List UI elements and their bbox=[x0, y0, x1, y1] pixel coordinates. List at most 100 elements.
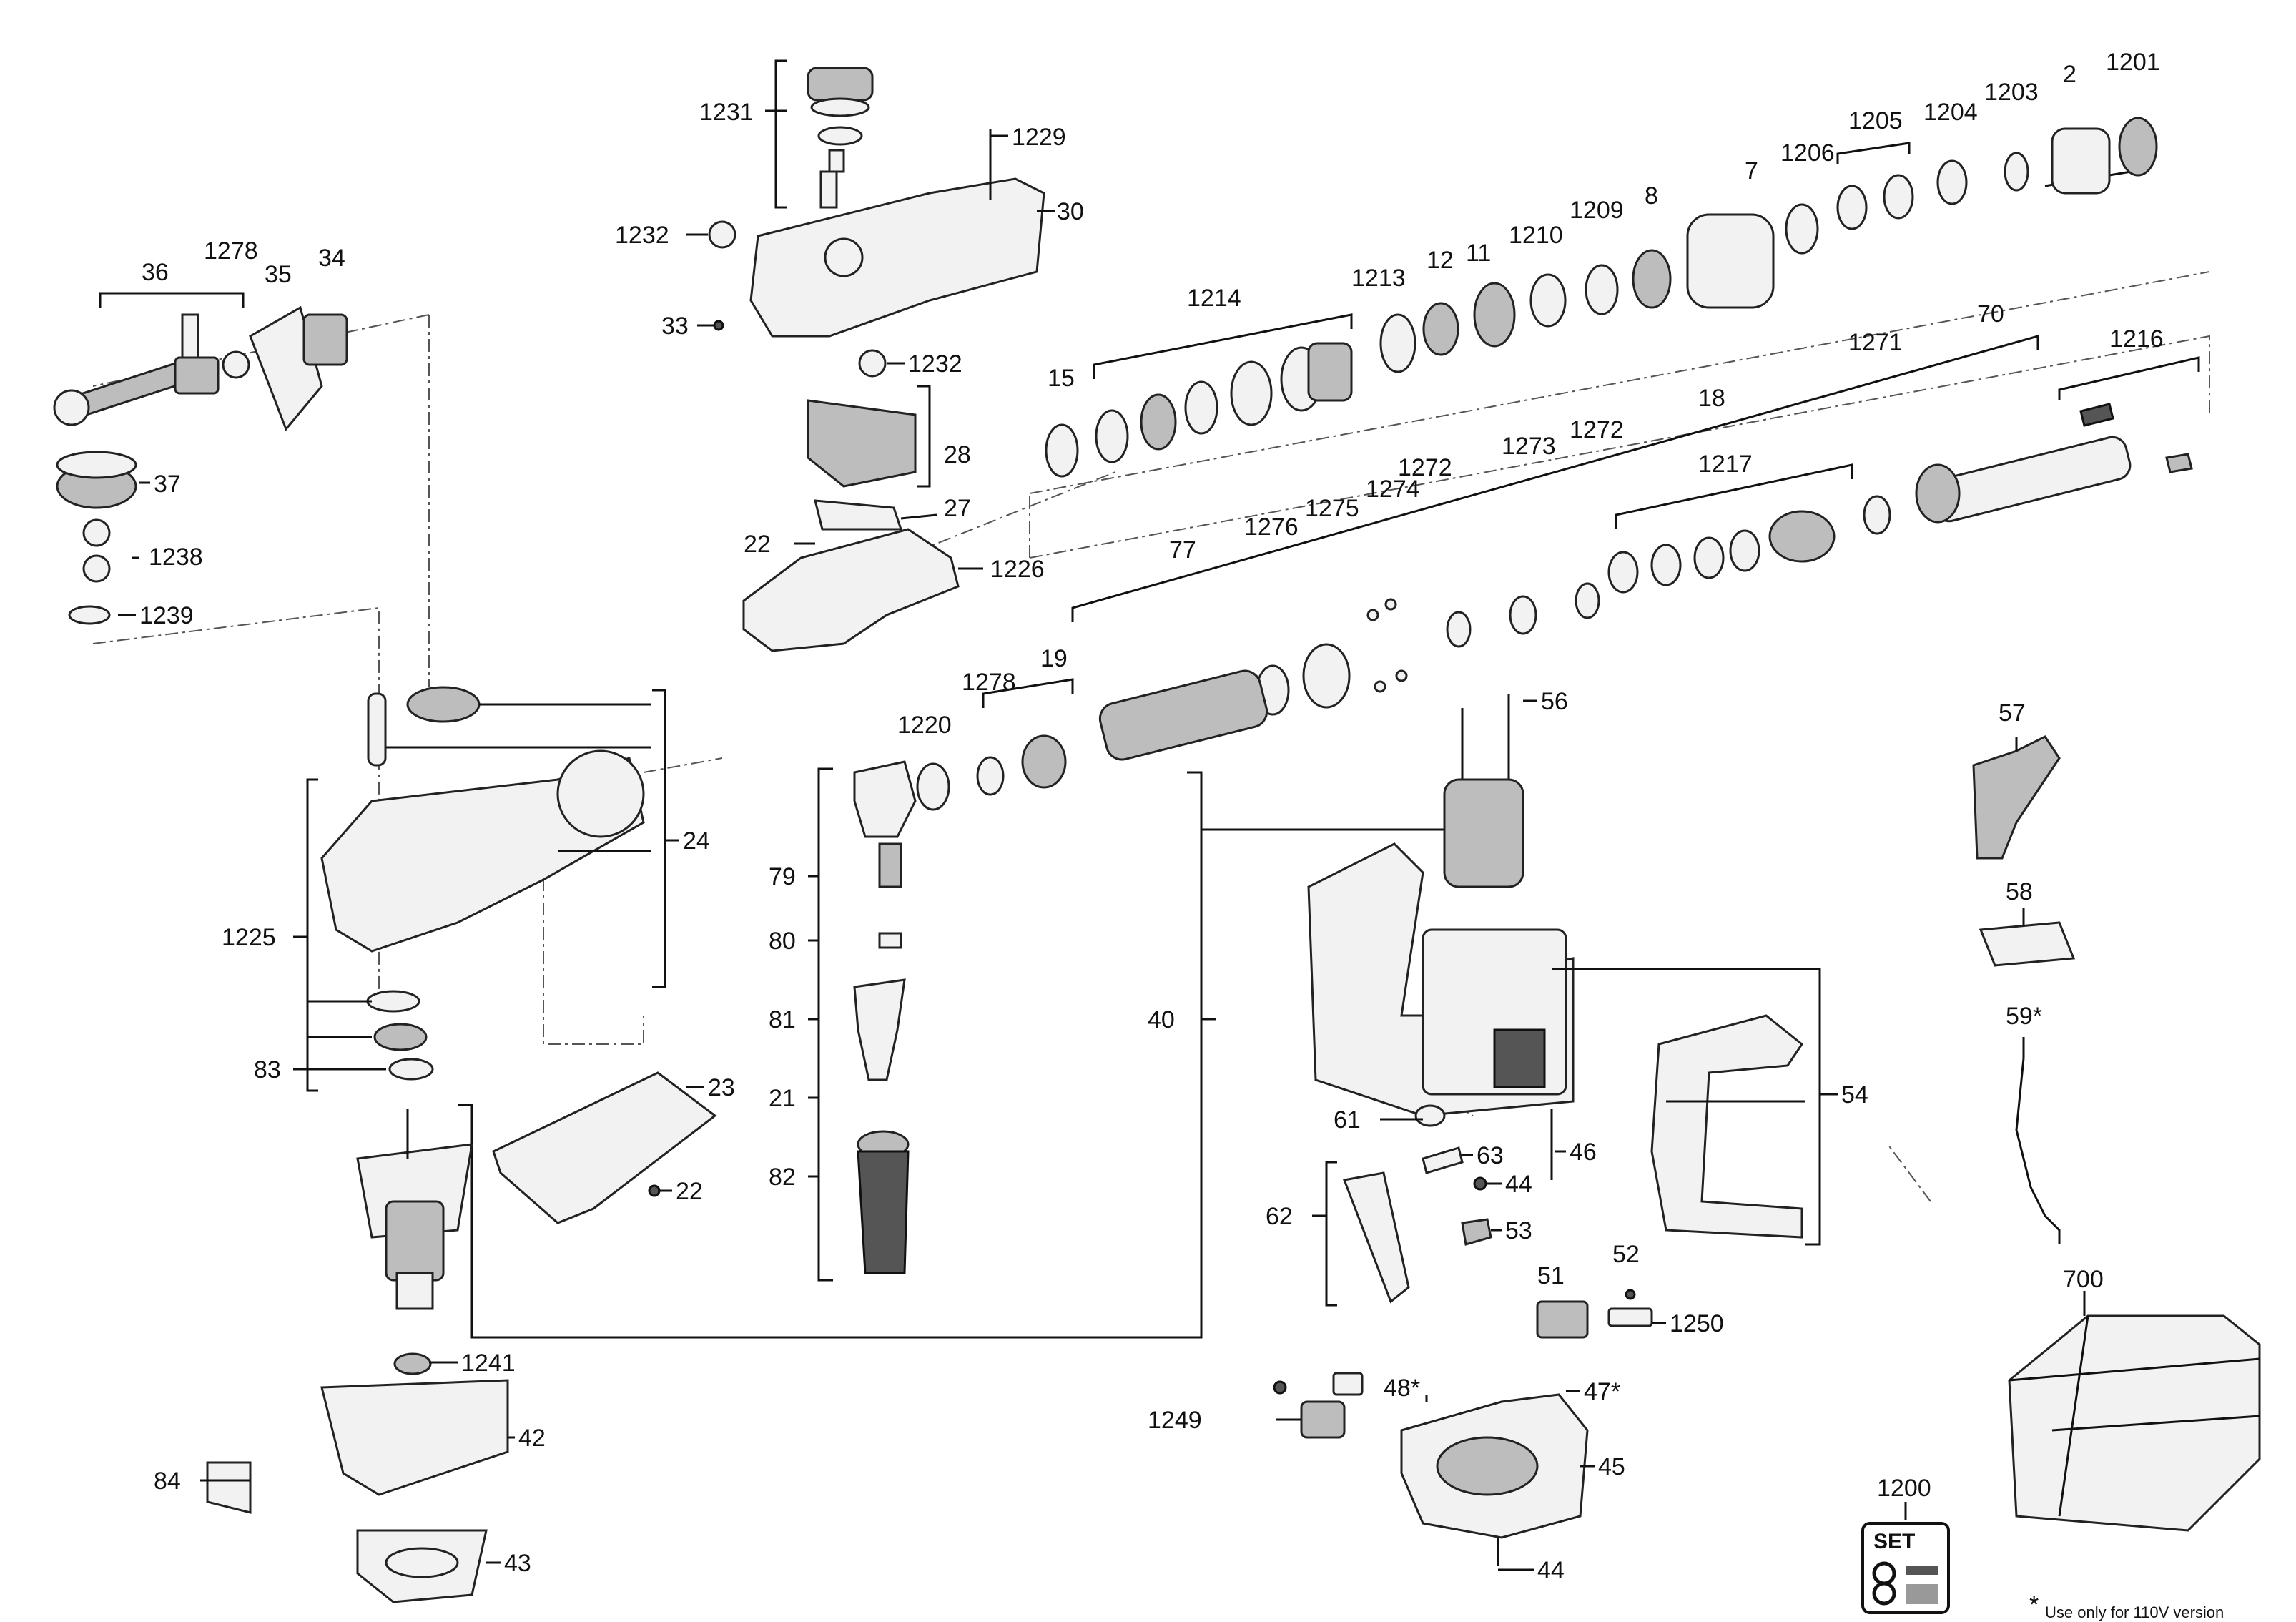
bottom-housing-45 bbox=[1273, 1372, 1589, 1566]
o-ring-1232b bbox=[858, 349, 887, 378]
switch-28 bbox=[807, 399, 917, 488]
crankcase-and-motor bbox=[206, 686, 1444, 1603]
clip-83 bbox=[388, 1058, 434, 1081]
callout-80: 80 bbox=[769, 928, 796, 955]
callout-1213: 1213 bbox=[1351, 265, 1406, 292]
rod-eye bbox=[53, 389, 90, 426]
right-column-parts bbox=[1972, 735, 2261, 1532]
callout-36: 36 bbox=[142, 259, 169, 286]
callout-1201: 1201 bbox=[2106, 49, 2160, 76]
barrel-upper bbox=[1045, 117, 2158, 478]
callout-42: 42 bbox=[518, 1425, 546, 1452]
housing-30 bbox=[749, 177, 1045, 338]
callout-47: 47* bbox=[1584, 1378, 1620, 1405]
callout-46: 46 bbox=[1570, 1139, 1597, 1166]
screw-44a bbox=[1473, 1176, 1487, 1191]
plate-27 bbox=[814, 499, 903, 531]
leader-lines bbox=[118, 109, 2086, 1571]
callout-34: 34 bbox=[318, 245, 345, 272]
callout-1220: 1220 bbox=[897, 712, 952, 739]
callout-700: 700 bbox=[2063, 1266, 2104, 1293]
callout-1226: 1226 bbox=[990, 556, 1045, 583]
callout-1241: 1241 bbox=[461, 1350, 516, 1377]
callout-81: 81 bbox=[769, 1006, 796, 1033]
o-ring bbox=[817, 126, 863, 146]
terminal-1249 bbox=[1300, 1400, 1346, 1439]
callout-77: 77 bbox=[1169, 536, 1196, 564]
callout-8: 8 bbox=[1645, 182, 1658, 210]
brush-1250 bbox=[1607, 1307, 1653, 1327]
callout-48: 48* bbox=[1384, 1375, 1420, 1402]
piston-1217 bbox=[1768, 510, 1836, 563]
barrel-lower bbox=[916, 335, 2200, 811]
callout-22b: 22 bbox=[676, 1178, 703, 1205]
callout-18: 18 bbox=[1698, 385, 1725, 412]
callout-1272b: 1272 bbox=[1570, 416, 1624, 443]
plate-58 bbox=[1979, 921, 2076, 967]
footnote-star: * bbox=[2029, 1591, 2039, 1618]
callout-1214: 1214 bbox=[1187, 285, 1241, 312]
callout-27: 27 bbox=[944, 495, 971, 522]
callout-84: 84 bbox=[154, 1468, 181, 1495]
collar-8 bbox=[1632, 249, 1672, 309]
callout-1276: 1276 bbox=[1244, 513, 1299, 541]
sleeve-1214 bbox=[1307, 342, 1353, 402]
callout-58: 58 bbox=[2006, 878, 2033, 905]
stator bbox=[1443, 778, 1524, 888]
ring-1220 bbox=[916, 762, 950, 811]
callout-52: 52 bbox=[1612, 1241, 1640, 1268]
callout-79: 79 bbox=[769, 863, 796, 890]
callout-7: 7 bbox=[1745, 157, 1758, 185]
o-ring-1232a bbox=[708, 220, 736, 249]
callout-19: 19 bbox=[1040, 645, 1068, 672]
callouts: 36 1278 35 34 37 1238 1239 1231 1229 30 … bbox=[139, 49, 2164, 1584]
callout-1275: 1275 bbox=[1305, 495, 1359, 522]
callout-12: 12 bbox=[1427, 247, 1454, 274]
ring-1210 bbox=[1529, 273, 1567, 328]
cover-23 bbox=[492, 1071, 717, 1224]
spring-11 bbox=[1473, 282, 1516, 348]
gear-housing bbox=[708, 59, 1045, 652]
callout-1225: 1225 bbox=[222, 924, 276, 951]
callout-1274: 1274 bbox=[1366, 476, 1420, 503]
ring-1272b bbox=[1575, 582, 1600, 619]
callout-1205: 1205 bbox=[1848, 107, 1903, 134]
sleeve-1275 bbox=[1302, 643, 1351, 709]
brush-holder-51 bbox=[1536, 1300, 1589, 1339]
grip-81 bbox=[853, 978, 906, 1081]
callout-1232a: 1232 bbox=[615, 222, 669, 249]
cable-59 bbox=[2015, 1058, 2061, 1244]
label-84 bbox=[206, 1461, 252, 1514]
callout-1203: 1203 bbox=[1984, 79, 2039, 106]
striker-77 bbox=[1098, 669, 1268, 761]
handle-54 bbox=[1650, 1014, 1804, 1239]
clamp-63 bbox=[1422, 1146, 1464, 1174]
ring-15 bbox=[1045, 423, 1079, 478]
callout-1278: 1278 bbox=[204, 237, 258, 265]
clamp-79 bbox=[853, 760, 917, 838]
callout-63: 63 bbox=[1477, 1142, 1504, 1169]
bearing-36 bbox=[174, 356, 220, 395]
cap-2 bbox=[2051, 127, 2111, 195]
key-1216b bbox=[2165, 453, 2193, 473]
callout-82: 82 bbox=[769, 1164, 796, 1191]
screw-22b bbox=[648, 1184, 661, 1197]
side-handle-21 bbox=[817, 760, 917, 1282]
washer-1239 bbox=[68, 605, 111, 625]
pin-1231 bbox=[819, 170, 838, 209]
ring-1273 bbox=[1509, 595, 1537, 635]
callout-62: 62 bbox=[1266, 1203, 1293, 1230]
callout-1217: 1217 bbox=[1698, 451, 1753, 478]
rod-62 bbox=[1342, 1171, 1410, 1304]
callout-1210: 1210 bbox=[1509, 222, 1563, 249]
commutator bbox=[395, 1272, 434, 1310]
ring-12 bbox=[1422, 302, 1459, 356]
clip-53 bbox=[1461, 1218, 1492, 1246]
bearing-1238a bbox=[82, 518, 111, 547]
callout-1231: 1231 bbox=[699, 99, 754, 126]
footnote: * Use only for 110V version bbox=[2029, 1591, 2224, 1621]
callout-35: 35 bbox=[265, 261, 292, 288]
callout-28: 28 bbox=[944, 441, 971, 468]
callout-44a: 44 bbox=[1505, 1171, 1532, 1198]
